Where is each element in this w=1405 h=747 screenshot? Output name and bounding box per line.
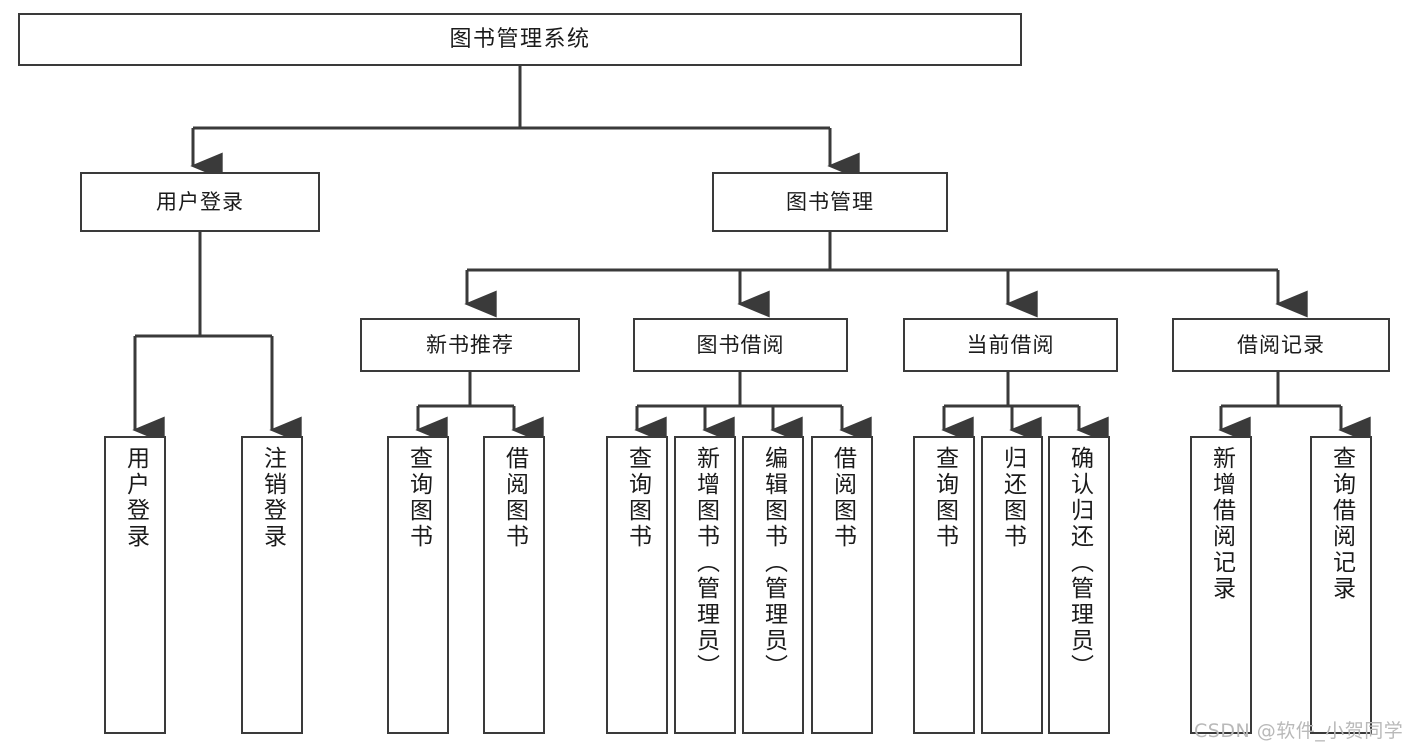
node-user-login[interactable]: 用户登录 bbox=[80, 172, 320, 232]
leaf-user-login[interactable]: 用户登录 bbox=[104, 436, 166, 734]
node-label: 查询图书 bbox=[931, 446, 958, 550]
node-label: 新增借阅记录 bbox=[1208, 446, 1235, 602]
node-book-management[interactable]: 图书管理 bbox=[712, 172, 948, 232]
node-label: 归还图书 bbox=[999, 446, 1026, 550]
leaf-query-books-borrow[interactable]: 查询图书 bbox=[606, 436, 668, 734]
node-label: 编辑图书（管理员） bbox=[760, 446, 787, 680]
leaf-query-books-current[interactable]: 查询图书 bbox=[913, 436, 975, 734]
leaf-borrow-books-new[interactable]: 借阅图书 bbox=[483, 436, 545, 734]
node-root-book-management-system[interactable]: 图书管理系统 bbox=[18, 13, 1022, 66]
leaf-return-books[interactable]: 归还图书 bbox=[981, 436, 1043, 734]
node-label: 图书借阅 bbox=[696, 332, 785, 357]
node-label: 借阅图书 bbox=[501, 446, 528, 550]
node-label: 当前借阅 bbox=[966, 332, 1055, 357]
node-label: 图书管理 bbox=[786, 189, 874, 214]
leaf-query-books-new[interactable]: 查询图书 bbox=[387, 436, 449, 734]
node-new-book-recommendation[interactable]: 新书推荐 bbox=[360, 318, 580, 372]
leaf-add-borrow-record[interactable]: 新增借阅记录 bbox=[1190, 436, 1252, 734]
node-label: 用户登录 bbox=[156, 189, 244, 214]
leaf-edit-book-admin[interactable]: 编辑图书（管理员） bbox=[742, 436, 804, 734]
node-label: 借阅图书 bbox=[829, 446, 856, 550]
node-label: 注销登录 bbox=[259, 446, 286, 550]
node-label: 借阅记录 bbox=[1237, 332, 1325, 357]
node-label: 用户登录 bbox=[122, 446, 149, 550]
node-label: 确认归还（管理员） bbox=[1066, 446, 1093, 680]
leaf-add-book-admin[interactable]: 新增图书（管理员） bbox=[674, 436, 736, 734]
node-borrow-records[interactable]: 借阅记录 bbox=[1172, 318, 1390, 372]
node-label: 查询图书 bbox=[624, 446, 651, 550]
node-label: 图书管理系统 bbox=[449, 26, 591, 52]
watermark-text: CSDN @软件_小贺同学 bbox=[1194, 720, 1404, 742]
node-label: 查询借阅记录 bbox=[1328, 446, 1355, 602]
node-book-borrowing[interactable]: 图书借阅 bbox=[633, 318, 848, 372]
node-current-borrowing[interactable]: 当前借阅 bbox=[903, 318, 1118, 372]
leaf-confirm-return-admin[interactable]: 确认归还（管理员） bbox=[1048, 436, 1110, 734]
node-label: 新增图书（管理员） bbox=[692, 446, 719, 680]
leaf-query-borrow-record[interactable]: 查询借阅记录 bbox=[1310, 436, 1372, 734]
leaf-logout[interactable]: 注销登录 bbox=[241, 436, 303, 734]
node-label: 新书推荐 bbox=[426, 332, 514, 357]
node-label: 查询图书 bbox=[405, 446, 432, 550]
leaf-borrow-books[interactable]: 借阅图书 bbox=[811, 436, 873, 734]
